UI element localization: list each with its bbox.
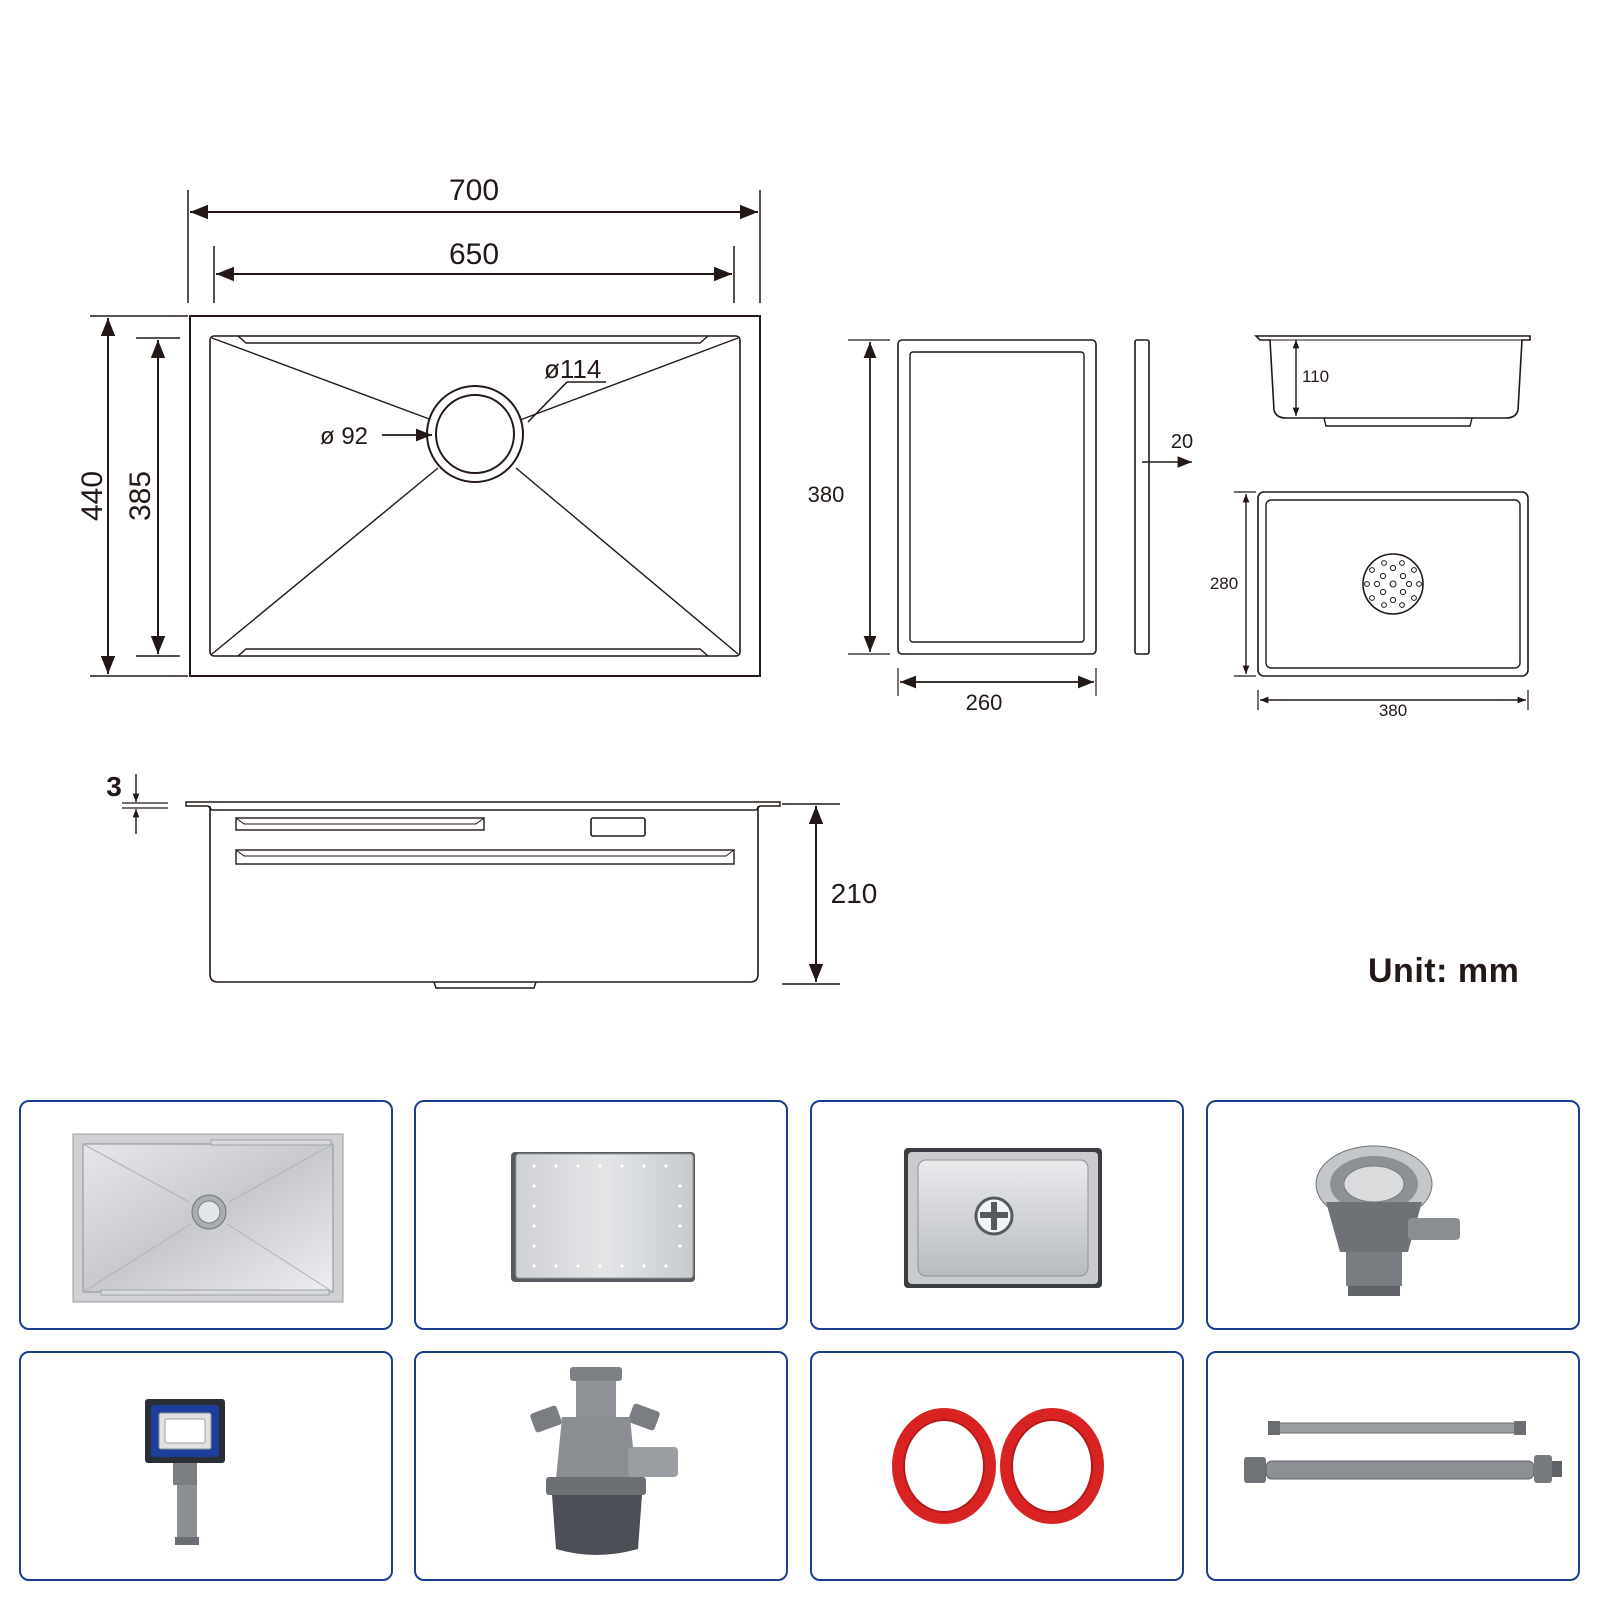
drain-outer-circle [426, 385, 524, 483]
sink-top-view [90, 190, 761, 677]
trap-icon [530, 1367, 678, 1555]
dim-385: 385 [124, 471, 157, 521]
dim-basket-110: 110 [1302, 367, 1329, 386]
dim-drain-92: ø 92 [320, 423, 368, 450]
accessory-card-seal-rings [810, 1351, 1184, 1581]
dim-depth-210: 210 [831, 878, 878, 909]
accessory-card-strainer [1206, 1100, 1580, 1330]
sink-icon [72, 1133, 344, 1303]
technical-drawing: 700 650 440 385 ø114 ø 92 380 260 20 [76, 174, 1531, 989]
dim-basket-380: 380 [1379, 701, 1407, 720]
dim-board-20: 20 [1171, 431, 1193, 453]
accessory-card-drain-basket [810, 1100, 1184, 1330]
cutting-board-icon [511, 1152, 695, 1282]
cutting-board-drawing [848, 339, 1192, 696]
basket-drain-circle [1362, 553, 1424, 615]
board-outer [897, 339, 1097, 655]
basket-drawing [1234, 335, 1531, 710]
accessory-card-sink [19, 1100, 393, 1330]
board-inner [909, 351, 1085, 643]
dim-440: 440 [76, 471, 109, 521]
unit-label: Unit: mm [1368, 952, 1520, 990]
basket-outer [1257, 491, 1529, 677]
board-side [1134, 339, 1150, 655]
seal-ring-icon [892, 1408, 1104, 1524]
accessory-card-cutting-board [414, 1100, 788, 1330]
dim-drain-114: ø114 [544, 354, 601, 384]
sink-side-view [122, 774, 840, 989]
sink-outer-rim [189, 315, 761, 677]
dim-flange-3: 3 [106, 771, 122, 802]
strainer-icon [1315, 1145, 1460, 1296]
accessory-card-hoses [1206, 1351, 1580, 1581]
overflow-icon [145, 1399, 225, 1545]
dim-700: 700 [449, 174, 499, 207]
dim-650: 650 [449, 238, 499, 271]
accessory-card-overflow [19, 1351, 393, 1581]
accessory-card-trap [414, 1351, 788, 1581]
dim-basket-280: 280 [1210, 574, 1238, 593]
dim-board-260: 260 [966, 690, 1003, 715]
basket-inner [1265, 499, 1521, 669]
sink-inner-bowl [209, 335, 741, 657]
hose-icon [1244, 1421, 1562, 1483]
dim-board-380: 380 [808, 482, 845, 507]
drain-basket-icon [904, 1148, 1102, 1288]
basket-drain-holes [1364, 560, 1422, 608]
drain-inner-circle [435, 394, 515, 474]
